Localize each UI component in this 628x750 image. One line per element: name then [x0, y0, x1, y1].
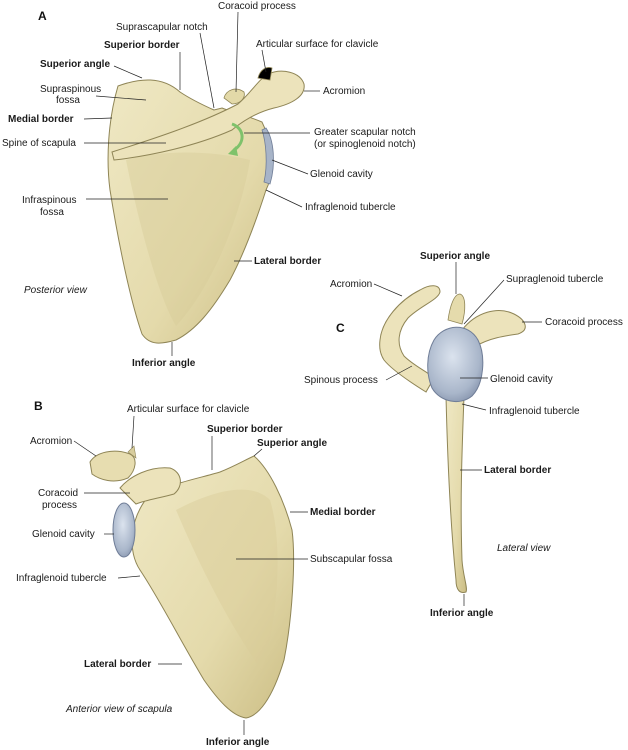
label-supraglenoid: Supraglenoid tubercle — [506, 274, 604, 285]
label-spine: Spine of scapula — [2, 138, 76, 149]
label-coracoid-process-a: Coracoid process — [218, 1, 296, 12]
acromion-b — [89, 450, 136, 482]
notch-arrow — [231, 122, 244, 152]
label-superior-angle-c: Superior angle — [420, 251, 490, 262]
glenoid-a — [261, 127, 274, 185]
panel-a-view: Posterior view — [24, 285, 88, 296]
glenoid-b — [112, 502, 136, 558]
panel-b-letter: B — [34, 399, 43, 413]
coracoid-c — [461, 310, 526, 347]
infraspinous-shade — [126, 152, 250, 326]
label-infraglenoid-c: Infraglenoid tubercle — [489, 406, 580, 417]
acromion-spine-c — [379, 285, 441, 393]
label-greater-notch-1: Greater scapular notch — [314, 127, 416, 138]
label-infraglenoid-a: Infraglenoid tubercle — [305, 202, 396, 213]
label-infraspinous-2: fossa — [40, 207, 64, 218]
scapula-lateral-shaft — [445, 395, 467, 593]
label-acromion-b: Acromion — [30, 436, 72, 447]
superior-angle-c — [447, 293, 466, 325]
label-inferior-angle-a: Inferior angle — [132, 358, 196, 369]
scapula-anterior-body — [131, 455, 295, 719]
label-articular-surface-b: Articular surface for clavicle — [127, 404, 250, 415]
label-lateral-border-c: Lateral border — [484, 465, 551, 476]
label-superior-border-a: Superior border — [104, 40, 180, 51]
label-glenoid-b: Glenoid cavity — [32, 529, 95, 540]
panel-b — [89, 445, 295, 719]
label-medial-border-b: Medial border — [310, 507, 376, 518]
glenoid-c — [427, 326, 484, 403]
label-infraglenoid-b: Infraglenoid tubercle — [16, 573, 107, 584]
notch-arrow-head — [228, 146, 238, 156]
panel-c — [379, 285, 526, 593]
label-subscapular: Subscapular fossa — [310, 554, 393, 565]
panel-c-letter: C — [336, 321, 345, 335]
label-acromion-c: Acromion — [330, 279, 372, 290]
label-greater-notch-2: (or spinoglenoid notch) — [314, 139, 416, 150]
spine-a — [111, 70, 305, 161]
clavicle-facet-b — [127, 445, 137, 459]
label-superior-angle-b: Superior angle — [257, 438, 327, 449]
label-supraspinous-1: Supraspinous — [40, 84, 101, 95]
label-glenoid-c: Glenoid cavity — [490, 374, 553, 385]
label-infraspinous-1: Infraspinous — [22, 195, 76, 206]
subscapular-shade — [176, 489, 278, 670]
label-coracoid-b-1: Coracoid — [38, 488, 78, 499]
label-spinous: Spinous process — [304, 375, 378, 386]
panel-a — [107, 67, 305, 344]
label-superior-border-b: Superior border — [207, 424, 283, 435]
label-inferior-angle-b: Inferior angle — [206, 737, 270, 748]
label-medial-border-a: Medial border — [8, 114, 74, 125]
label-lateral-border-b: Lateral border — [84, 659, 151, 670]
label-supraspinous-2: fossa — [56, 95, 80, 106]
label-coracoid-c: Coracoid process — [545, 317, 623, 328]
label-articular-surface-a: Articular surface for clavicle — [256, 39, 379, 50]
label-inferior-angle-c: Inferior angle — [430, 608, 494, 619]
label-coracoid-b-2: process — [42, 500, 77, 511]
panel-a-letter: A — [38, 9, 47, 23]
clavicle-facet-a — [257, 67, 273, 81]
label-glenoid-a: Glenoid cavity — [310, 169, 373, 180]
coracoid-b — [119, 467, 181, 505]
label-lateral-border-a: Lateral border — [254, 256, 321, 267]
coracoid-a — [223, 88, 245, 105]
panel-b-view: Anterior view of scapula — [65, 704, 173, 715]
label-superior-angle-a: Superior angle — [40, 59, 110, 70]
label-acromion-a: Acromion — [323, 86, 365, 97]
panel-c-view: Lateral view — [497, 543, 551, 554]
label-suprascapular-notch: Suprascapular notch — [116, 22, 208, 33]
